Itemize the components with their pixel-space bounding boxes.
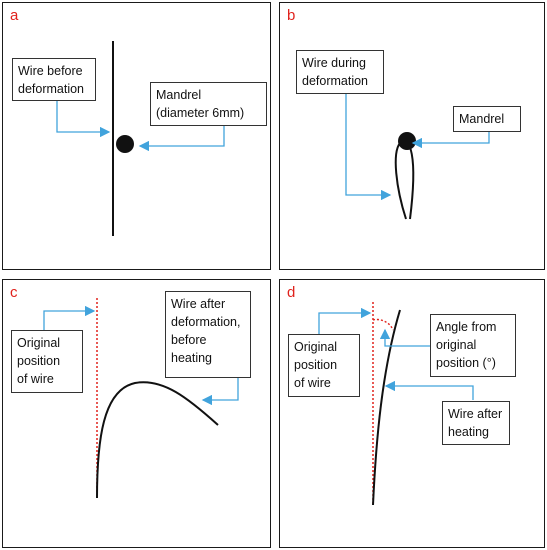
panel-letter-a: a: [10, 7, 19, 24]
original-position-arrow: [43, 305, 96, 330]
wire-during-deformation-label: Wire during deformation: [296, 50, 384, 94]
wire-after-deformation-label: Wire after deformation, before heating: [165, 291, 251, 378]
heated-wire: [372, 309, 401, 506]
mandrel-label: Mandrel: [453, 106, 521, 132]
wire-arrow: [56, 93, 111, 138]
mandrel-arrow: [411, 131, 490, 149]
panel-d-drawing: [318, 302, 474, 506]
panel-b: b Wire during deformation Mandrel: [279, 2, 545, 270]
bent-wire: [394, 140, 415, 220]
panel-a-drawing: [56, 41, 225, 236]
mandrel-diameter-label: Mandrel (diameter 6mm): [150, 82, 267, 126]
original-position-label: Original position of wire: [11, 330, 83, 393]
panel-a: a Wire before deformation Mandrel (diame…: [2, 2, 271, 270]
mandrel-arrow: [138, 123, 225, 152]
panel-letter-d: d: [287, 284, 296, 301]
panel-b-drawing: [345, 93, 490, 220]
original-position-label: Original position of wire: [288, 334, 360, 397]
angle-arc: [372, 318, 394, 331]
wire-arrow: [384, 380, 474, 400]
original-position-arrow: [318, 307, 372, 334]
wire-before-deformation-label: Wire before deformation: [12, 58, 96, 101]
wire-arrow: [201, 376, 239, 406]
panel-letter-c: c: [10, 284, 18, 301]
angle-from-original-position-label: Angle from original position (°): [430, 314, 516, 377]
wire-arrow: [345, 93, 392, 201]
mandrel-circle: [116, 135, 134, 153]
mandrel-circle: [398, 132, 416, 150]
deformed-wire: [96, 381, 219, 499]
panel-letter-b: b: [287, 7, 296, 24]
wire-after-heating-label: Wire after heating: [442, 401, 510, 445]
panel-c-drawing: [43, 298, 239, 499]
panel-d: d Original position of wire Angle from o…: [279, 279, 545, 548]
angle-arrow: [379, 328, 430, 347]
panel-c: c Original position of wire Wire after d…: [2, 279, 271, 548]
